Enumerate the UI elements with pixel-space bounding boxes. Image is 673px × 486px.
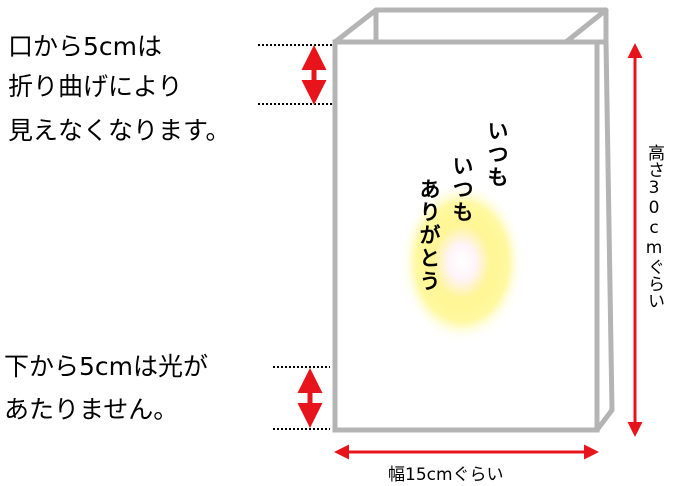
bag-side-panel [595, 39, 615, 432]
top-note-line-3: 見えなくなります。 [8, 116, 231, 145]
width-label: 幅15cmぐらい [388, 465, 504, 485]
bag-back-flap [333, 7, 379, 44]
top-note-line-2: 折り曲げにより [8, 72, 183, 101]
height-label: 高さ30cmぐらい [644, 144, 664, 309]
bottom-note-line-1: 下から5cmは光が [4, 352, 209, 381]
bag-message-line-2: いつも [450, 155, 475, 224]
bag-message-line-3: ありがとう [417, 178, 442, 293]
bag-message-line-1: いつも [485, 120, 510, 189]
top-note-line-1: 口から5cmは [8, 32, 163, 61]
bottom-note-line-2: あたりません。 [4, 395, 179, 424]
bag-top-flap [376, 7, 609, 44]
light-glow [400, 182, 524, 342]
